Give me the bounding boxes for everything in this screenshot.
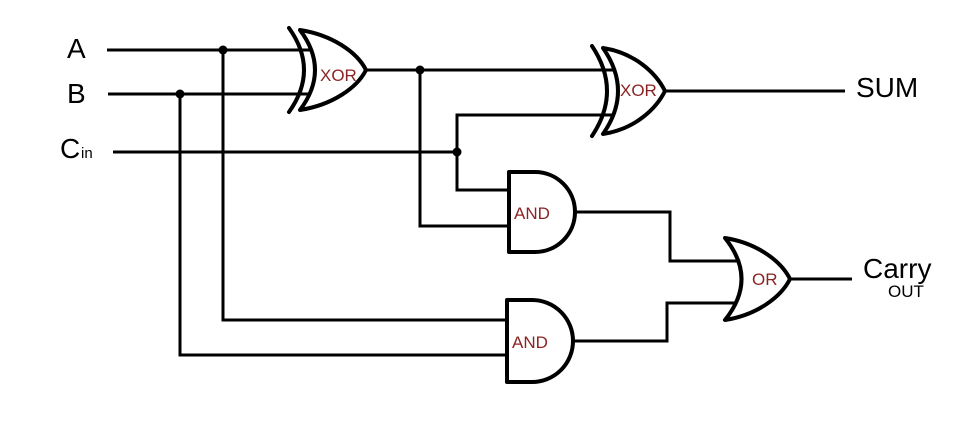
and2-body — [505, 298, 575, 384]
xor2-input-arc — [590, 44, 609, 138]
xor2-body — [601, 46, 667, 136]
junction-dot-a — [218, 45, 228, 55]
output-label-sum: SUM — [856, 72, 918, 103]
junction-dot-b — [175, 89, 185, 99]
wire-xor1-branch-to-and1 — [418, 70, 511, 228]
output-label-carry-out: OUT — [888, 282, 924, 301]
junction-dots — [175, 45, 462, 157]
wire-a-branch-to-and2 — [221, 50, 511, 322]
or1-label: OR — [752, 270, 778, 289]
or1-body — [723, 236, 792, 322]
input-label-b: B — [67, 78, 86, 109]
and1-label: AND — [514, 204, 550, 223]
gate-and1: AND — [507, 170, 577, 254]
input-label-cin: C — [60, 133, 80, 164]
input-label-a: A — [67, 33, 86, 64]
junction-dot-xor1-output — [415, 65, 425, 75]
and1-body — [507, 170, 577, 254]
xor1-body — [298, 28, 368, 112]
wires — [107, 48, 852, 357]
xor2-label: XOR — [620, 81, 657, 100]
xor1-input-arc — [287, 26, 306, 114]
junction-dot-cin — [452, 147, 462, 157]
gate-xor1: XOR — [287, 26, 368, 114]
wire-b-branch-to-and2 — [178, 94, 511, 357]
input-label-cin-subscript: in — [81, 145, 93, 162]
gate-or1: OR — [723, 236, 792, 322]
labels: A B C in SUM Carry OUT — [60, 33, 931, 301]
wire-cin-branch-to-xor2 — [455, 113, 616, 152]
wire-cin-branch-to-and1 — [455, 152, 511, 192]
gate-and2: AND — [505, 298, 575, 384]
wire-and2-to-or — [571, 301, 742, 343]
gate-xor2: XOR — [590, 44, 667, 138]
and2-label: AND — [512, 333, 548, 352]
xor1-label: XOR — [320, 66, 357, 85]
wire-and1-to-or — [573, 210, 742, 263]
gates: XOR XOR AND AND OR — [287, 26, 792, 384]
output-label-carry: Carry — [863, 253, 931, 284]
